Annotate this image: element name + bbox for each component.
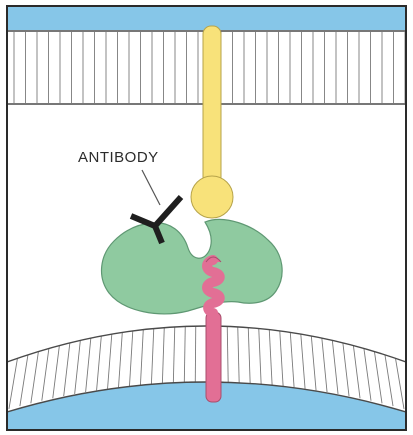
antibody-label: ANTIBODY [78, 149, 159, 166]
membrane-line [406, 362, 413, 412]
pink-receptor-protein [206, 312, 221, 402]
antibody-leader-line [142, 170, 160, 205]
membrane-line [0, 362, 7, 412]
green-protein [102, 219, 283, 313]
